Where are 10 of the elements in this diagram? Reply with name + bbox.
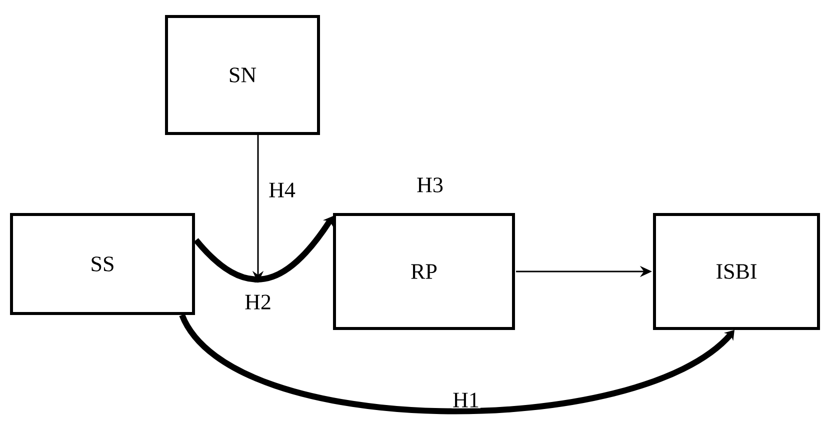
arrow [194,216,334,282]
box: RP [333,213,515,330]
box: SS [10,213,195,315]
edge-label: H1 [452,392,480,408]
edge-label: H2 [244,294,272,310]
box: SN [165,14,320,135]
arrow [180,313,734,414]
box: ISBI [653,213,820,330]
edge-label: H4 [268,182,296,198]
hypothesis-label: H3 [417,178,443,192]
